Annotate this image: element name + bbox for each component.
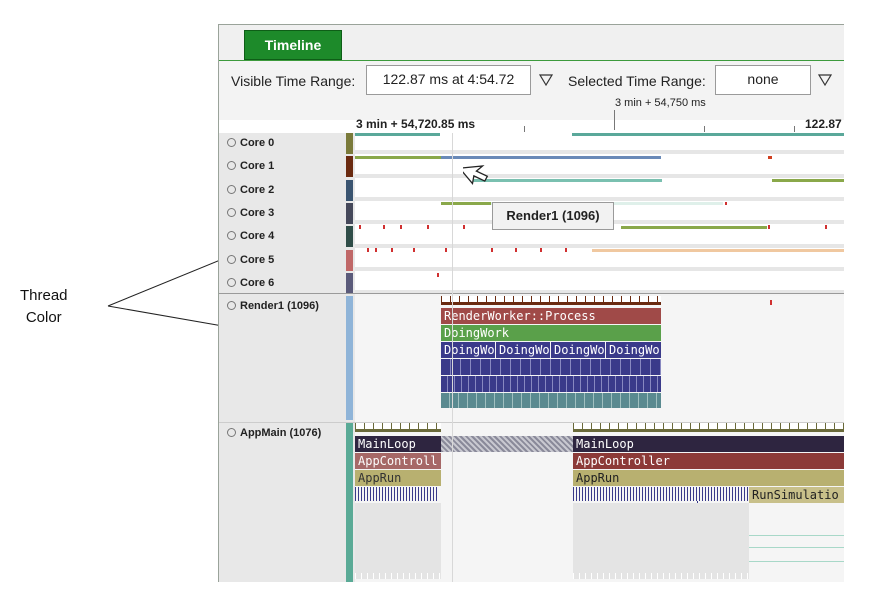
core-color-swatch: [346, 273, 353, 293]
visible-range-label: Visible Time Range:: [231, 73, 356, 89]
core-row-label[interactable]: Core 1: [227, 160, 274, 172]
gear-icon[interactable]: [227, 138, 236, 147]
core-label: Core 0: [240, 137, 275, 149]
selected-range-label: Selected Time Range:: [568, 73, 706, 89]
core-row-label[interactable]: Core 5: [227, 254, 274, 266]
gear-icon[interactable]: [227, 161, 236, 170]
thread-color-annotation: Thread Color: [20, 285, 68, 329]
annotation-line-1: Thread: [20, 287, 68, 304]
core-row-label[interactable]: Core 0: [227, 137, 274, 149]
gear-icon[interactable]: [227, 231, 236, 240]
tab-timeline[interactable]: Timeline: [244, 30, 342, 60]
core-label: Core 4: [240, 230, 275, 242]
selected-range-input[interactable]: none: [715, 65, 811, 95]
ruler-right-label: 122.87: [805, 117, 842, 131]
core-label: Core 5: [240, 254, 275, 266]
core-label: Core 2: [240, 184, 275, 196]
visible-range-dropdown-icon[interactable]: [539, 73, 553, 87]
core-color-swatch: [346, 203, 353, 224]
block-appcontroller[interactable]: AppController: [573, 453, 844, 469]
core-color-swatch: [346, 226, 353, 247]
block-mainloop[interactable]: MainLoop: [355, 436, 441, 452]
cores-divider: [219, 293, 844, 294]
block-doingwo[interactable]: DoingWo: [496, 342, 550, 358]
appmain-lane[interactable]: MainLoop MainLoop AppControll AppControl…: [355, 423, 844, 582]
thread-tooltip: Render1 (1096): [492, 202, 614, 230]
block-renderworker-process[interactable]: RenderWorker::Process: [441, 308, 661, 324]
thread-name: AppMain (1076): [240, 427, 322, 439]
block-mainloop[interactable]: MainLoop: [573, 436, 844, 452]
mouse-pointer-icon: [463, 165, 489, 186]
thread-color-swatch-render1: [346, 296, 353, 420]
block-doingwo[interactable]: DoingWo: [551, 342, 605, 358]
core-label: Core 3: [240, 207, 275, 219]
annotation-line-2: Color: [25, 309, 62, 326]
core-label: Core 1: [240, 160, 275, 172]
gear-icon[interactable]: [227, 208, 236, 217]
visible-range-input[interactable]: 122.87 ms at 4:54.72: [366, 65, 531, 95]
block-apprun[interactable]: AppRun: [355, 470, 441, 486]
gear-icon[interactable]: [227, 278, 236, 287]
ruler-left-label: 3 min + 54,720.85 ms: [356, 117, 476, 131]
core-row-label[interactable]: Core 2: [227, 184, 274, 196]
core-row-label[interactable]: Core 6: [227, 277, 274, 289]
gear-icon[interactable]: [227, 301, 236, 310]
core-color-swatch: [346, 180, 353, 201]
cursor-line: [452, 133, 453, 582]
core-label: Core 6: [240, 277, 275, 289]
block-appcontroller[interactable]: AppControll: [355, 453, 441, 469]
block-doingwo[interactable]: DoingWo: [606, 342, 661, 358]
ruler-mid-label: 3 min + 54,750 ms: [615, 97, 706, 109]
timeline-window: Timeline Visible Time Range: 122.87 ms a…: [218, 24, 844, 582]
thread-name: Render1 (1096): [240, 300, 319, 312]
thread-label-render1[interactable]: Render1 (1096): [227, 300, 319, 312]
core-color-swatch: [346, 156, 353, 177]
core-row-label[interactable]: Core 4: [227, 230, 274, 242]
thread-label-appmain[interactable]: AppMain (1076): [227, 427, 321, 439]
block-doingwork[interactable]: DoingWork: [441, 325, 661, 341]
row-labels-panel: [219, 133, 355, 582]
thread-color-swatch-appmain: [346, 423, 353, 582]
block-apprun[interactable]: AppRun: [573, 470, 844, 486]
block-doingwo[interactable]: DoingWo: [441, 342, 495, 358]
core-color-swatch: [346, 250, 353, 271]
selected-range-dropdown-icon[interactable]: [818, 73, 832, 87]
render1-lane[interactable]: RenderWorker::Process DoingWork DoingWo …: [355, 296, 844, 422]
block-runsimulation[interactable]: RunSimulatio: [749, 487, 844, 503]
tab-strip: Timeline: [219, 25, 844, 61]
idle-hatch: [441, 436, 573, 452]
gear-icon[interactable]: [227, 428, 236, 437]
core-color-swatch: [346, 133, 353, 154]
gear-icon[interactable]: [227, 185, 236, 194]
gear-icon[interactable]: [227, 255, 236, 264]
core-lanes: [355, 133, 844, 293]
core-row-label[interactable]: Core 3: [227, 207, 274, 219]
